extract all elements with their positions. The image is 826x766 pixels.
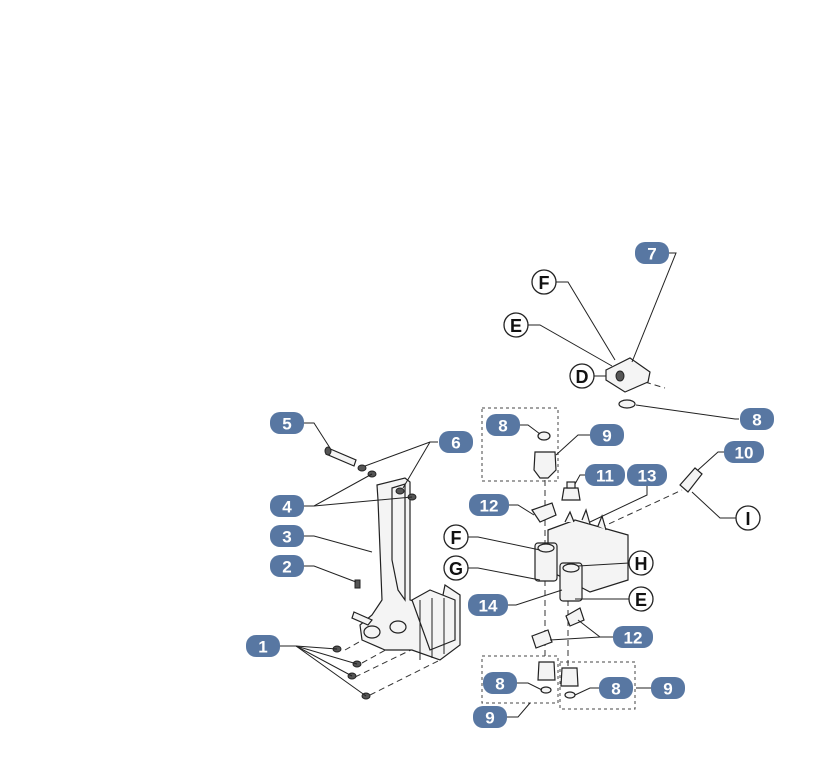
callout-circle — [735, 505, 761, 531]
callout-badge — [486, 414, 520, 436]
callout-badge — [473, 706, 507, 728]
part-number-callout-3: 3 — [270, 525, 304, 547]
callout-circle — [503, 312, 529, 338]
callout-badge — [585, 464, 625, 486]
callout-number: 2 — [282, 558, 291, 577]
part-number-callout-10: 10 — [724, 441, 764, 463]
part-number-callout-1: 1 — [246, 635, 280, 657]
callout-badge — [270, 412, 304, 434]
part-number-callout-8: 8 — [486, 414, 520, 436]
callout-badge — [270, 555, 304, 577]
valve-assembly — [531, 357, 703, 699]
connection-letter-callout-F: F — [531, 269, 557, 295]
callout-circle — [569, 363, 595, 389]
connection-letter-callout-D: D — [569, 363, 595, 389]
callout-circle — [443, 555, 469, 581]
callout-number: 9 — [663, 680, 672, 699]
callout-badge — [599, 677, 633, 699]
seal-kit-box-top — [481, 407, 559, 482]
callout-number: 1 — [258, 638, 267, 657]
callout-letter: H — [635, 554, 648, 574]
callout-number: 5 — [282, 415, 291, 434]
part-number-callout-8: 8 — [599, 677, 633, 699]
seal-kit-box-bottom-left — [481, 655, 559, 704]
callout-number: 13 — [638, 467, 657, 486]
callout-letter: F — [451, 528, 462, 548]
callout-badge — [270, 495, 304, 517]
callout-badge — [613, 626, 653, 648]
callout-number: 8 — [495, 675, 504, 694]
seal-kit-box-bottom-right — [559, 661, 636, 710]
callout-letter: D — [576, 367, 589, 387]
callout-badge — [590, 424, 624, 446]
bracket-assembly — [324, 446, 461, 700]
callout-badge — [439, 431, 473, 453]
callout-letter: G — [449, 559, 463, 579]
callout-circle — [443, 524, 469, 550]
part-number-callout-8: 8 — [483, 672, 517, 694]
part-number-callout-9: 9 — [651, 677, 685, 699]
part-number-callout-6: 6 — [439, 431, 473, 453]
connection-letter-callout-E: E — [628, 586, 654, 612]
callout-badge — [469, 494, 509, 516]
connection-letter-callout-H: H — [628, 550, 654, 576]
callout-number: 14 — [479, 597, 498, 616]
part-number-callout-5: 5 — [270, 412, 304, 434]
part-number-callout-11: 11 — [585, 464, 625, 486]
part-number-callout-9: 9 — [473, 706, 507, 728]
part-number-callout-7: 7 — [635, 242, 669, 264]
part-number-callout-14: 14 — [468, 594, 508, 616]
callout-circle — [531, 269, 557, 295]
part-number-callout-12: 12 — [469, 494, 509, 516]
callout-badge — [724, 441, 764, 463]
callout-letter: F — [539, 273, 550, 293]
connection-letter-callout-F: F — [443, 524, 469, 550]
callout-number: 11 — [596, 467, 614, 486]
leader-lines — [280, 252, 739, 718]
part-number-callout-4: 4 — [270, 495, 304, 517]
callout-badge — [483, 672, 517, 694]
callout-letter: E — [635, 590, 647, 610]
callout-number: 10 — [735, 444, 754, 463]
callout-number: 9 — [602, 427, 611, 446]
callout-letter: I — [745, 509, 750, 529]
callout-badge — [651, 677, 685, 699]
callout-circle — [628, 550, 654, 576]
part-number-callout-13: 13 — [627, 464, 667, 486]
callout-badge — [635, 242, 669, 264]
callout-badge — [246, 635, 280, 657]
connection-letter-callout-G: G — [443, 555, 469, 581]
callout-badge — [270, 525, 304, 547]
callout-circle — [628, 586, 654, 612]
callout-number: 4 — [282, 498, 292, 517]
callout-number: 8 — [611, 680, 620, 699]
callout-badge — [468, 594, 508, 616]
callout-number: 8 — [498, 417, 507, 436]
callout-number: 7 — [647, 245, 656, 264]
callout-badge — [627, 464, 667, 486]
callout-letter: E — [510, 316, 522, 336]
callout-number: 8 — [752, 411, 761, 430]
connection-letter-callout-E: E — [503, 312, 529, 338]
callout-number: 9 — [485, 709, 494, 728]
callout-number: 6 — [451, 434, 460, 453]
callout-badge — [740, 408, 774, 430]
callout-number: 3 — [282, 528, 291, 547]
part-number-callout-8: 8 — [740, 408, 774, 430]
part-number-callout-12: 12 — [613, 626, 653, 648]
callout-number: 12 — [624, 629, 643, 648]
callout-number: 12 — [480, 497, 499, 516]
part-number-callout-9: 9 — [590, 424, 624, 446]
connection-letter-callout-I: I — [735, 505, 761, 531]
part-number-callout-2: 2 — [270, 555, 304, 577]
